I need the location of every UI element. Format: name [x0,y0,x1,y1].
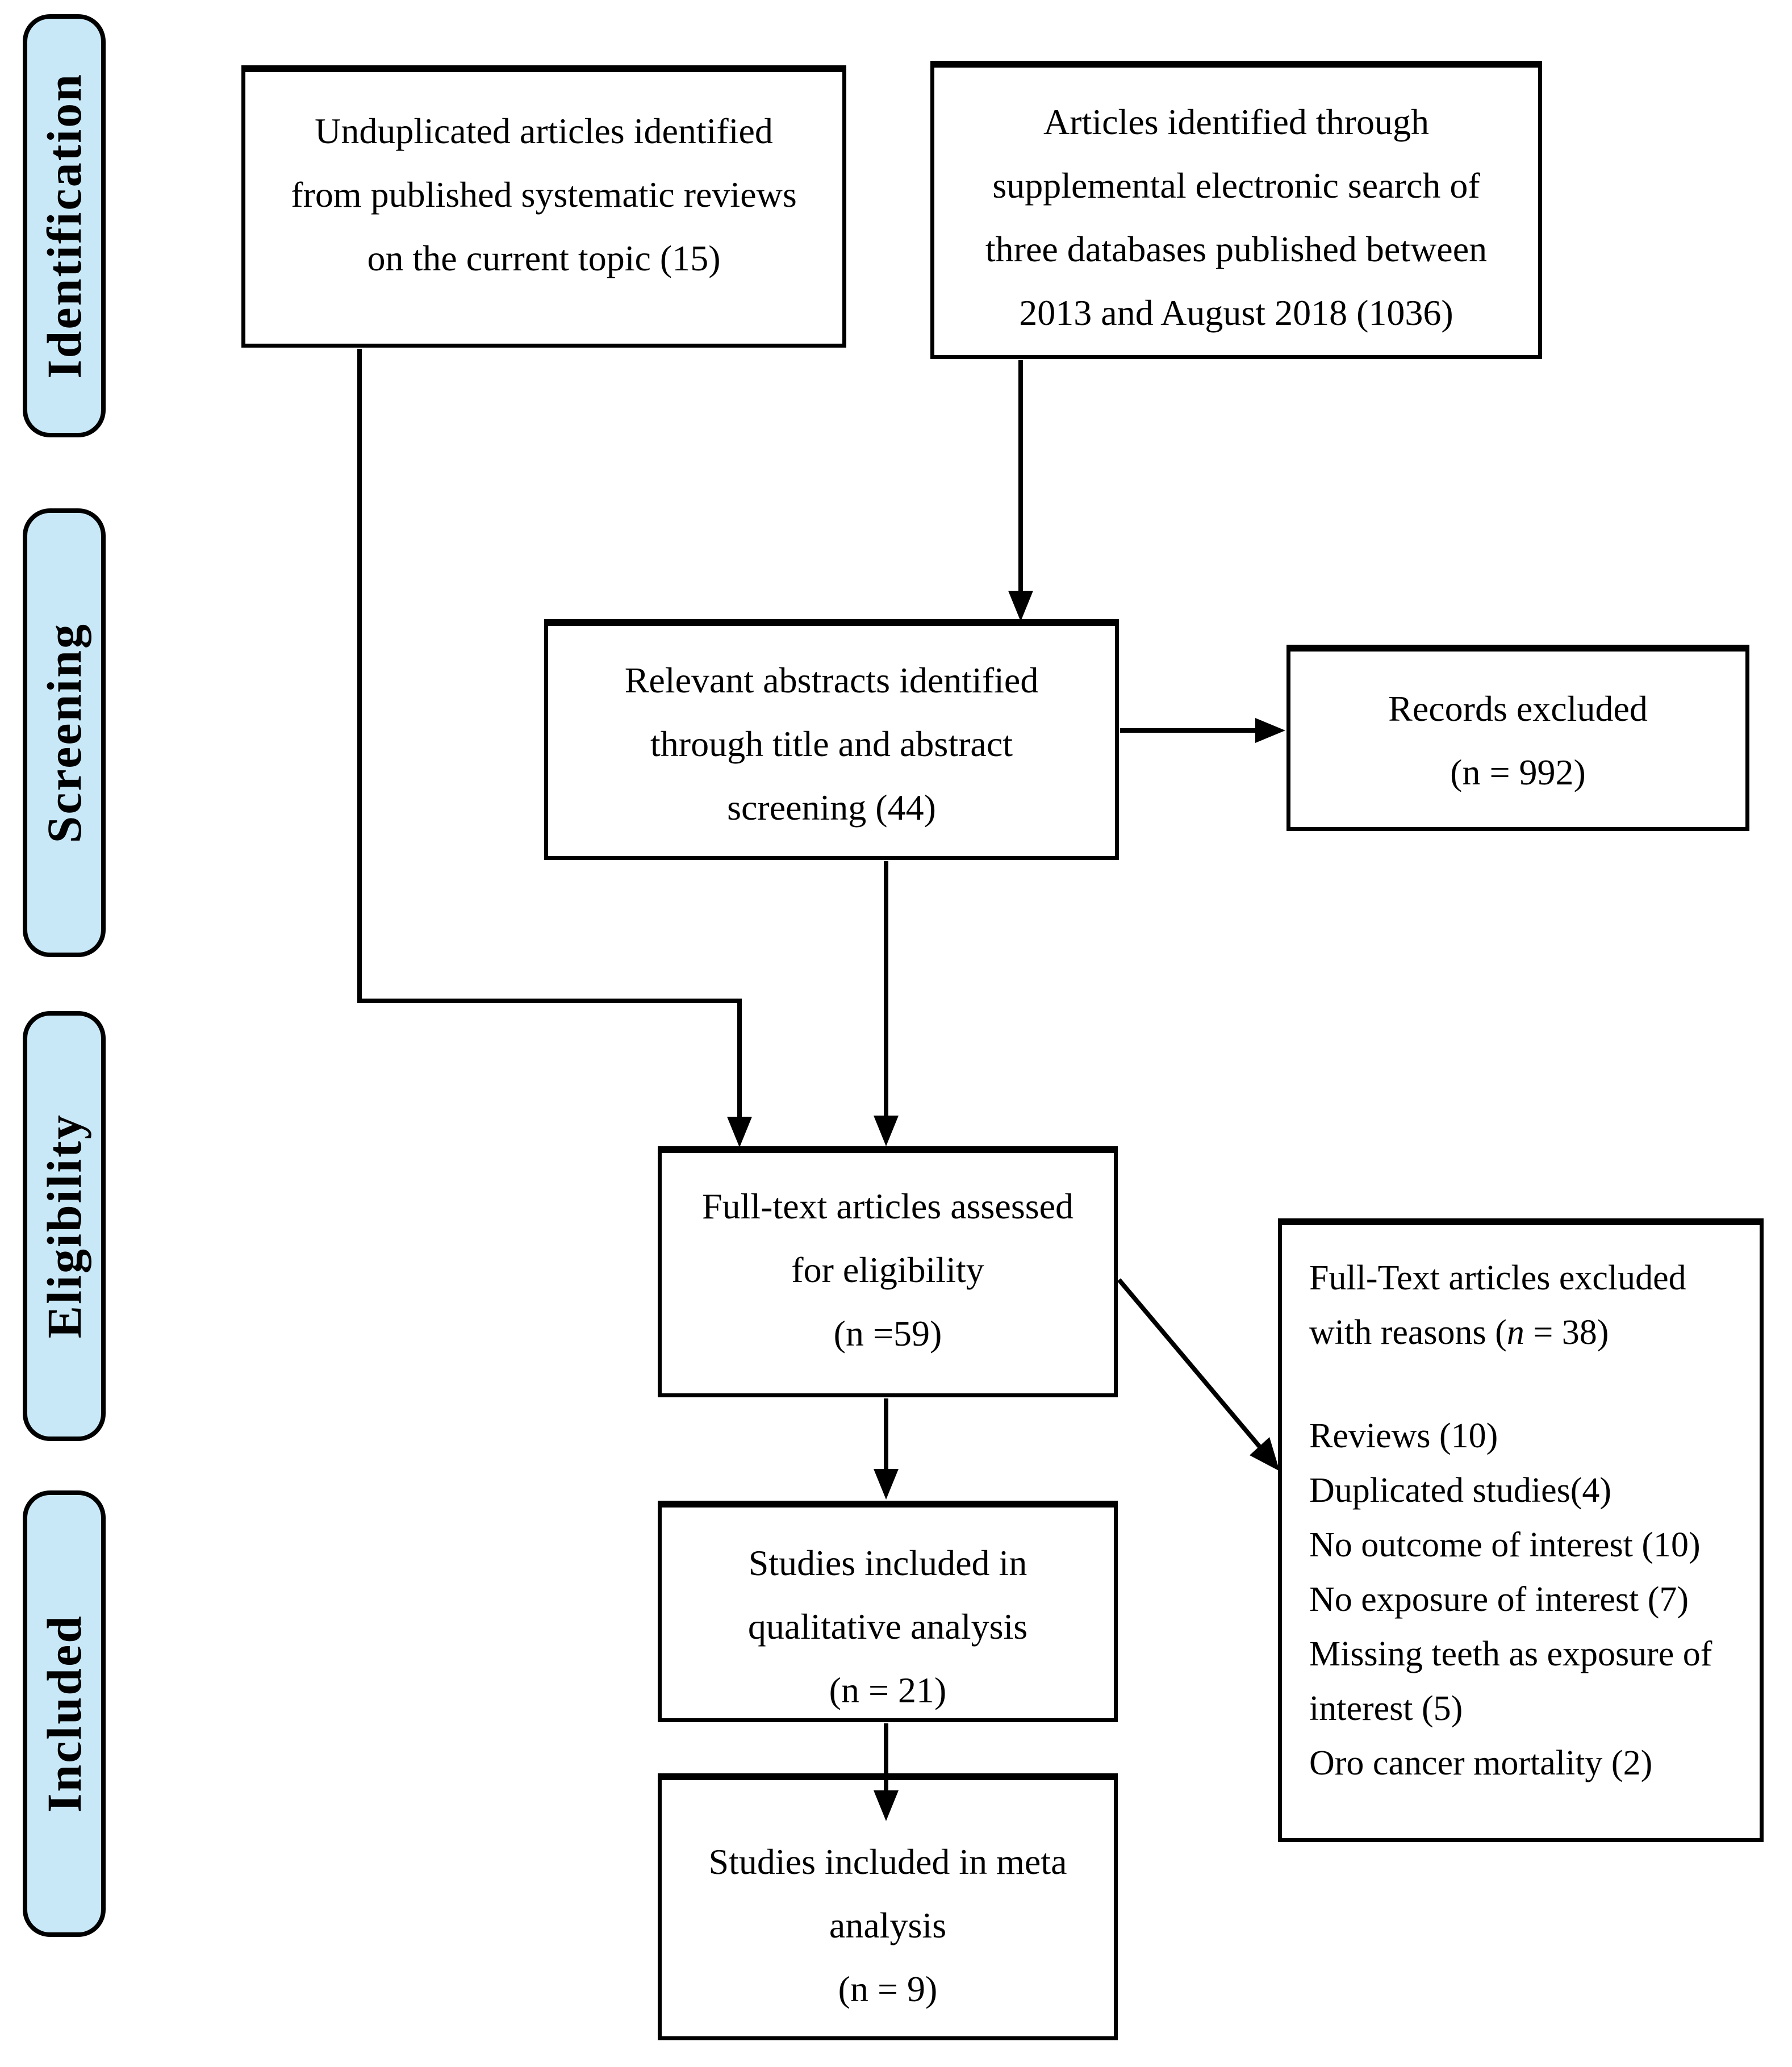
box-relevant-abstracts: Relevant abstracts identified through ti… [544,619,1119,860]
box-supplemental-search: Articles identified through supplemental… [930,61,1542,359]
box-records-excluded-line: (n = 992) [1450,752,1586,792]
stage-eligibility: Eligibility [23,1011,106,1441]
box-abstracts-line: screening (44) [727,787,936,828]
arrow-fulltext-to-excluded-reasons-line [1117,1278,1264,1451]
box-qualitative-line: Studies included in [748,1543,1027,1583]
box-supplemental-line: 2013 and August 2018 (1036) [1019,293,1453,333]
exclusion-reason: Missing teeth as exposure of [1309,1635,1712,1673]
blank-line [1309,1360,1760,1409]
box-abstracts-line: through title and abstract [650,724,1013,764]
box-supplemental-line: supplemental electronic search of [992,165,1480,206]
box-qualitative-line: (n = 21) [829,1670,947,1710]
box-unduplicated-line: on the current topic (15) [367,238,721,278]
stage-identification: Identification [23,14,106,437]
box-qualitative-line: qualitative analysis [747,1606,1028,1647]
arrow-supplemental-to-abstracts-head [1008,591,1033,621]
box-unduplicated-line: Unduplicated articles identified [315,111,773,151]
box-meta-line: analysis [829,1905,947,1945]
stage-eligibility-label: Eligibility [37,1113,91,1339]
exclusion-reason: No outcome of interest (10) [1309,1526,1701,1564]
box-meta-line: (n = 9) [838,1969,938,2009]
exclusion-reason: No exposure of interest (7) [1309,1580,1689,1619]
box-abstracts-line: Relevant abstracts identified [624,660,1039,700]
arrow-abstracts-to-records-excluded-head [1255,718,1285,743]
box-unduplicated-line: from published systematic reviews [291,174,797,215]
box-fulltext-line: Full-text articles assessed [701,1186,1074,1226]
stage-screening-label: Screening [37,622,91,843]
arrow-abstracts-to-fulltext-head [874,1116,899,1146]
box-qualitative-analysis: Studies included in qualitative analysis… [658,1501,1118,1722]
box-fulltext-line: for eligibility [791,1250,984,1290]
box-meta-analysis: Studies included in meta analysis (n = 9… [658,1773,1118,2040]
box-fulltext-excluded-reasons: Full-Text articles excluded with reasons… [1278,1218,1764,1842]
excluded-reasons-count: with reasons (n = 38) [1309,1313,1609,1352]
stage-included: Included [23,1490,106,1937]
box-fulltext-line: (n =59) [833,1313,942,1354]
stage-included-label: Included [37,1614,91,1813]
box-supplemental-line: three databases published between [985,229,1488,269]
arrow-fulltext-to-qualitative-head [874,1469,899,1500]
box-meta-line: Studies included in meta [708,1841,1067,1882]
arrow-unduplicated-to-fulltext-head [727,1117,752,1147]
arrow-fulltext-to-excluded-reasons-head [1250,1437,1280,1471]
box-supplemental-line: Articles identified through [1043,102,1429,142]
excluded-reasons-header: Full-Text articles excluded [1309,1259,1686,1297]
box-fulltext-assessed: Full-text articles assessed for eligibil… [658,1146,1118,1397]
exclusion-reason: Duplicated studies(4) [1309,1471,1612,1510]
exclusion-reason: interest (5) [1309,1689,1463,1728]
box-records-excluded-line: Records excluded [1388,688,1648,729]
box-unduplicated-articles: Unduplicated articles identified from pu… [241,65,846,348]
exclusion-reason: Oro cancer mortality (2) [1309,1744,1653,1782]
box-records-excluded: Records excluded (n = 992) [1286,645,1749,831]
stage-screening: Screening [23,508,106,957]
exclusion-reason: Reviews (10) [1309,1417,1498,1455]
stage-identification-label: Identification [37,73,91,379]
